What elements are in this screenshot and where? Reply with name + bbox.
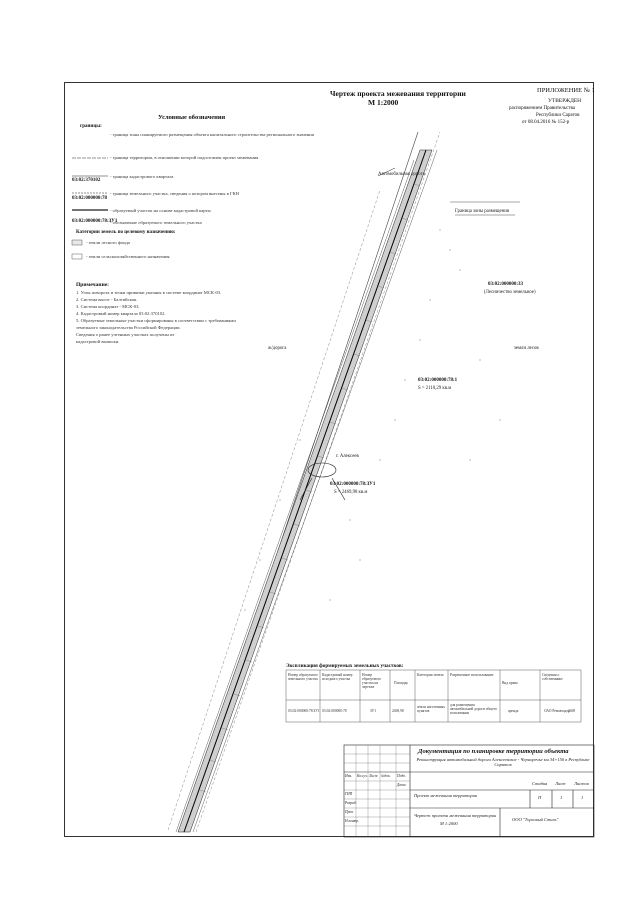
table-cell: земли населенных пунктов (417, 705, 446, 713)
stamp-sheet-num-label: Лист (555, 781, 566, 786)
table-header: Площадь (394, 681, 409, 685)
map-label-parcel-1-desc: (Лесничество земельное) (484, 290, 536, 295)
stamp-role: Кол.уч. (357, 774, 368, 778)
legend-category-title: Категории земель по целевому назначению: (76, 230, 176, 235)
map-label-forest-1: ж/дорога (268, 346, 287, 351)
table-cell: аренда (508, 709, 519, 713)
table-header: Разрешенное использование (450, 673, 494, 677)
stamp-role: Разраб. (345, 801, 357, 805)
note-line: кадастровой выписки. (76, 339, 120, 344)
stamp-title: Документация по планировке территории об… (418, 748, 569, 755)
legend-title: Условные обозначения (158, 114, 226, 121)
stamp-sheets-value: 1 (581, 795, 584, 800)
table-cell: ОАО Ремавтодор (544, 709, 570, 713)
stamp-role: Подп. (397, 774, 406, 778)
map-label-parcel-2-area: S = 2110,29 кв.м (418, 386, 452, 391)
approved-by-line-1: распоряжением Правительства (509, 106, 575, 111)
table-cell: 03:02:000000:78 (322, 709, 347, 713)
legend-category-forest: - земли лесного фонда (86, 240, 130, 245)
approved-label: УТВЕРЖДЕН (548, 98, 582, 104)
map-label-parcel-1: 03:02:000000:33 (488, 282, 523, 287)
legend-item-formed: - образуемый участок на основе кадастров… (110, 208, 211, 213)
stamp-role: №док. (381, 774, 391, 778)
stamp-sheets-label: Листов (574, 781, 589, 786)
stamp-subtitle: Реконструкция автомобильной дороги Алекс… (416, 757, 590, 767)
stamp-stage-label: Стадия (532, 781, 548, 786)
drawing-sheet (64, 82, 594, 837)
legend-code-formed: 03:02:000000:78:ЗУ1 (72, 219, 118, 224)
map-label-parcel-3: 03:02:000000:78:ЗУ1 (330, 482, 376, 487)
parcels-table-title: Экспликация формируемых земельных участк… (286, 663, 404, 669)
note-line: 2. Система высот - Балтийская. (76, 297, 138, 302)
drawing-title: Чертеж проекта межевания территории (330, 89, 466, 98)
stamp-stage-value: П (538, 795, 542, 800)
map-label-parcel-2: 03:02:000000:78:1 (418, 378, 458, 383)
table-header: Категория земель (417, 673, 444, 677)
legend-item-territory: - граница территории, в отношении которо… (110, 155, 259, 160)
legend-boundaries-heading: границы: (80, 124, 102, 129)
table-cell: 03:02:000000:78:ЗУ1 (288, 709, 320, 713)
table-header: Кадастровый номер исходного участка (322, 673, 353, 681)
stamp-role: ГИП (345, 792, 353, 796)
approved-by-line-2: Республики Саратов (536, 113, 580, 118)
stamp-role: Дата (397, 783, 406, 787)
stamp-sheet-value: 1 (560, 795, 563, 800)
table-cell: 2469,98 (392, 709, 404, 713)
stamp-role: Лист (369, 774, 378, 778)
stamp-role: Пров. (345, 810, 354, 814)
legend-category-agri: - земли сельскохозяйственного назначения (86, 254, 170, 259)
map-label-road: Автомобильная дорога (378, 172, 425, 177)
legend-item-quarter: - граница кадастрового квартала (110, 174, 174, 179)
table-cell: ЗУ1 (370, 709, 377, 713)
stamp-scale: М 1:2000 (440, 821, 458, 826)
notes-title: Примечание: (76, 282, 110, 288)
legend-code-parcel: 03:02:000000:78 (72, 196, 107, 201)
map-label-forest-2: земли лесов (514, 346, 539, 351)
note-line: 5. Образуемые земельные участки сформиро… (76, 318, 236, 323)
approved-date: от 08.04.2016 № 152-р (522, 120, 570, 125)
stamp-role: Н.контр. (345, 819, 359, 823)
legend-item-designation: - обозначение образуемого земельного уча… (110, 220, 202, 225)
note-line: 3. Система координат - МСК-03. (76, 304, 140, 309)
note-line: 4. Кадастровый номер квартала 03:02:3701… (76, 311, 166, 316)
stamp-drawing-name: Чертеж проекта межевания территории (414, 813, 497, 818)
map-label-village: г. Алексеев (336, 454, 359, 459)
stamp-role: Изм. (345, 774, 353, 778)
map-label-zone: Граница зоны размещения (455, 209, 509, 214)
appendix-label: ПРИЛОЖЕНИЕ № 1 (537, 87, 595, 94)
drawing-scale: М 1:2000 (368, 98, 399, 107)
legend-code-quarter: 03:02:370102 (72, 178, 101, 183)
legend-item-parcel: - граница земельного участка, сведения о… (110, 191, 239, 196)
table-header: Номер образуемого участка на чертеже (362, 673, 381, 689)
table-header: Номер образуемого земельного участка (288, 673, 318, 681)
stamp-company: ООО "Торговый Стиль" (512, 817, 559, 822)
table-cell: 2469 (568, 709, 576, 713)
table-cell: для размещения автомобильной дороги обще… (450, 703, 497, 715)
note-line: земельного законодательства Российской Ф… (76, 325, 181, 330)
note-line: Сведения о ранее учтенных участках получ… (76, 332, 175, 337)
stamp-sheet-label: Проект межевания территории (414, 793, 478, 798)
table-header: Вид права (502, 681, 518, 685)
legend-item-zone: - граница зоны планируемого размещения о… (110, 132, 314, 137)
map-label-parcel-3-area: S = 2469,98 кв.м (334, 490, 368, 495)
table-header: Сведения о собственнике (542, 673, 563, 681)
note-line: 1. Углы поворота и точки привязки указан… (76, 290, 222, 295)
